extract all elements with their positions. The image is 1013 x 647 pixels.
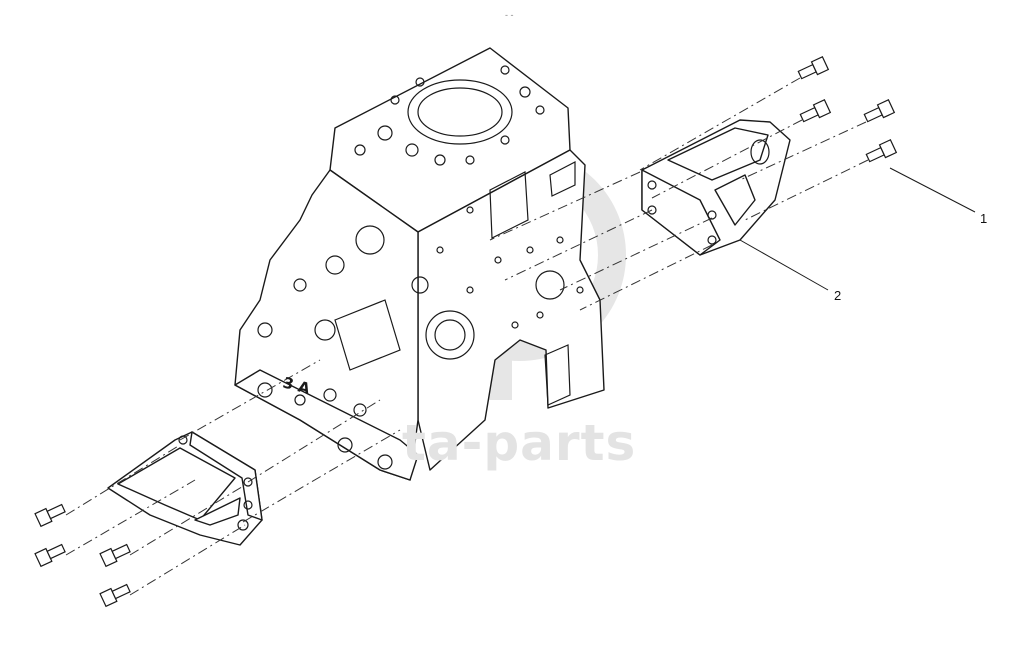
upper-bolts (797, 56, 898, 163)
block-side-details (257, 225, 429, 470)
engine-block (234, 47, 605, 481)
bolt-lower-4 (99, 583, 131, 608)
watermark-text: ta-parts (402, 414, 637, 472)
bolt-upper-3 (863, 99, 896, 123)
bolt-upper-1 (797, 56, 830, 80)
alignment-lines (65, 77, 869, 596)
callout-2: 2 (834, 288, 842, 303)
block-top-details (354, 65, 545, 166)
bolt-lower-3 (99, 543, 131, 568)
upper-bracket-holes (647, 139, 770, 245)
bolt-upper-2 (799, 99, 832, 123)
block-front-details (425, 161, 584, 406)
lower-bracket-holes (178, 435, 253, 531)
bolt-upper-4 (865, 139, 898, 163)
upper-mounting-bracket (641, 119, 791, 256)
bolt-lower-2 (34, 543, 66, 568)
leader-lines (739, 167, 976, 291)
bolt-lower-1 (34, 503, 66, 528)
callout-1: 1 (980, 211, 988, 226)
lower-mounting-bracket (107, 431, 263, 546)
lower-bolts (34, 503, 131, 608)
header-mark: - - (505, 10, 514, 20)
